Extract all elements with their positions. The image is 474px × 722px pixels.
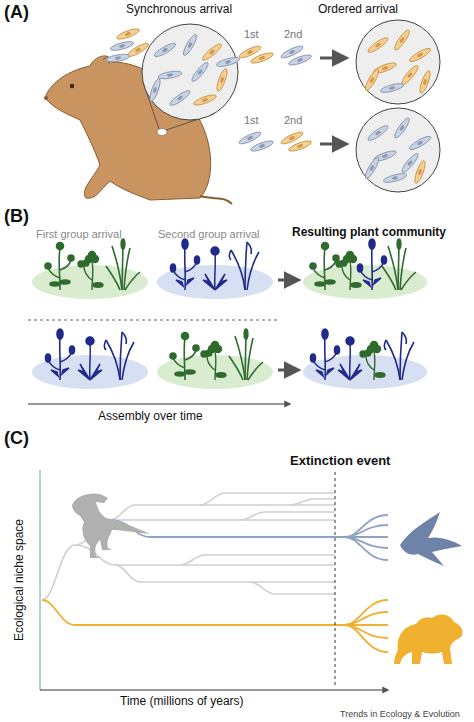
dinosaur-icon <box>72 493 150 558</box>
column-heading: Resulting plant community <box>292 226 446 240</box>
event-label: Extinction event <box>290 454 390 469</box>
phylogeny <box>42 493 335 600</box>
column-heading: Second group arrival <box>158 228 260 241</box>
axis-label: Assembly over time <box>98 410 203 424</box>
order-label: 2nd <box>284 114 302 127</box>
axis-label: Time (millions of years) <box>120 695 244 709</box>
ordered-cells <box>238 44 313 153</box>
order-label: 1st <box>244 114 259 127</box>
column-heading: First group arrival <box>36 228 122 241</box>
bird-icon <box>400 512 462 566</box>
panel-letter: (C) <box>4 428 29 449</box>
plant-assembly <box>32 239 427 389</box>
axis-label: Ecological niche space <box>13 519 27 641</box>
zoom-circle <box>142 24 238 120</box>
panel-heading: Synchronous arrival <box>126 3 232 17</box>
panel-heading: Ordered arrival <box>318 3 398 17</box>
panel-letter: (B) <box>4 206 29 227</box>
bear-icon <box>394 615 463 664</box>
wound-site <box>157 129 167 136</box>
panel-letter: (A) <box>4 2 29 23</box>
cells <box>106 27 241 108</box>
order-label: 2nd <box>284 28 302 41</box>
order-label: 1st <box>244 28 259 41</box>
credit: Trends in Ecology & Evolution <box>340 709 460 719</box>
